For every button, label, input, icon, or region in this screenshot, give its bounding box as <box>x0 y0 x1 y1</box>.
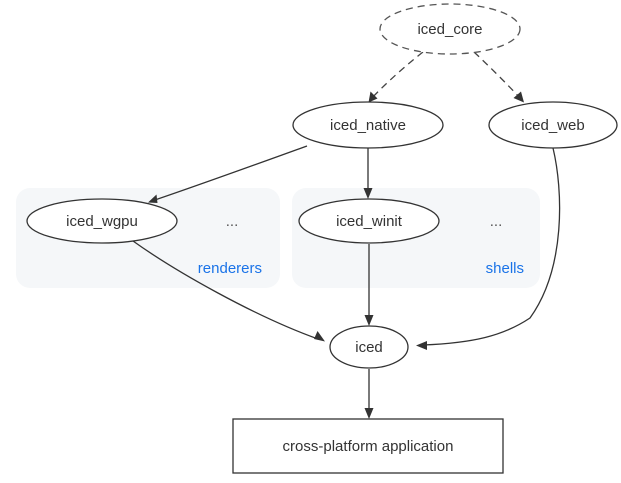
node-iced_native[interactable]: iced_native <box>292 101 444 149</box>
edge-line <box>370 51 424 100</box>
arrowhead-icon <box>368 91 378 103</box>
edge-iced_wgpu-to-iced <box>132 240 325 342</box>
arrowhead-icon <box>416 341 427 350</box>
cluster-renderers-label: renderers <box>198 260 262 277</box>
edge-iced_web-to-iced <box>416 147 561 350</box>
node-iced[interactable]: iced <box>329 325 409 369</box>
node-iced_wgpu-shape[interactable] <box>26 198 178 244</box>
edge-iced_native-to-iced_wgpu <box>148 145 308 203</box>
node-iced_core-shape[interactable] <box>379 3 521 55</box>
node-iced-label: iced <box>355 339 383 356</box>
node-cross-platform-application[interactable]: cross-platform application <box>232 418 504 474</box>
edge-line <box>151 145 308 202</box>
node-iced_winit-label: iced_winit <box>336 213 403 230</box>
arrowhead-icon <box>363 188 373 199</box>
edge-iced_core-to-iced_native <box>368 51 424 103</box>
arrowhead-icon <box>513 91 524 103</box>
edge-line <box>132 240 319 340</box>
edge-line <box>473 51 522 100</box>
edge-line <box>422 147 561 346</box>
node-iced_native-label: iced_native <box>330 117 406 134</box>
arrowhead-icon <box>314 331 325 342</box>
node-iced_native-shape[interactable] <box>292 101 444 149</box>
arrowhead-icon <box>364 315 374 326</box>
arrowhead-icon <box>364 408 374 419</box>
node-iced_core-label: iced_core <box>417 21 482 38</box>
node-iced_core[interactable]: iced_core <box>379 3 521 55</box>
edge-iced_core-to-iced_web <box>473 51 524 103</box>
renderers-ellipsis-label: ... <box>226 213 239 230</box>
edge-iced_winit-to-iced <box>364 244 374 326</box>
node-iced_wgpu[interactable]: iced_wgpu <box>26 198 178 244</box>
cluster-shells-label: shells <box>486 260 524 277</box>
node-iced_winit[interactable]: iced_winit <box>298 198 440 244</box>
node-iced_web-shape[interactable] <box>488 101 618 149</box>
node-iced_web[interactable]: iced_web <box>488 101 618 149</box>
node-app-label: cross-platform application <box>283 438 454 455</box>
node-iced_winit-shape[interactable] <box>298 198 440 244</box>
edge-iced-to-app <box>364 369 374 419</box>
edge-iced_native-to-iced_winit <box>363 148 373 199</box>
node-iced_wgpu-label: iced_wgpu <box>66 213 138 230</box>
arrowhead-icon <box>148 194 158 203</box>
node-app-shape[interactable] <box>232 418 504 474</box>
node-iced-shape[interactable] <box>329 325 409 369</box>
node-iced_web-label: iced_web <box>521 117 584 134</box>
shells-ellipsis-label: ... <box>490 213 503 230</box>
